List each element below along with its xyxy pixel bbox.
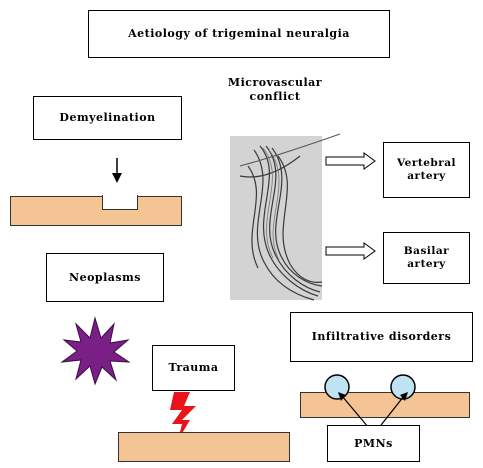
trauma-label: Trauma: [168, 361, 218, 374]
demyelination-tissue: [10, 196, 182, 226]
demyelination-notch: [102, 195, 138, 210]
pmns-box: PMNs: [327, 425, 420, 462]
diagram-title: Aetiology of trigeminal neuralgia: [88, 10, 390, 58]
vertebral-artery-label: Vertebral artery: [397, 157, 457, 182]
microvascular-conflict-text: Microvascular conflict: [206, 76, 344, 104]
starburst-icon: [60, 316, 130, 386]
neoplasms-box: Neoplasms: [46, 253, 164, 302]
diagram-title-text: Aetiology of trigeminal neuralgia: [128, 27, 350, 40]
demyelination-box: Demyelination: [33, 96, 182, 140]
infiltrative-disorders-label: Infiltrative disorders: [312, 330, 452, 343]
basilar-artery-arrow-icon: [326, 243, 376, 259]
demyelination-label: Demyelination: [59, 111, 155, 124]
pmns-label: PMNs: [354, 437, 393, 450]
infiltrative-disorders-box: Infiltrative disorders: [290, 312, 473, 362]
neoplasms-label: Neoplasms: [69, 271, 141, 284]
vertebral-artery-box: Vertebral artery: [383, 142, 470, 198]
microvascular-conflict-label: Microvascular conflict: [206, 66, 344, 114]
vertebral-artery-arrow-icon: [326, 153, 376, 169]
trauma-box: Trauma: [152, 345, 235, 391]
down-arrow-icon: [110, 158, 124, 184]
basilar-artery-box: Basilar artery: [383, 232, 470, 284]
basilar-artery-label: Basilar artery: [399, 245, 455, 270]
trauma-tissue: [118, 432, 290, 462]
